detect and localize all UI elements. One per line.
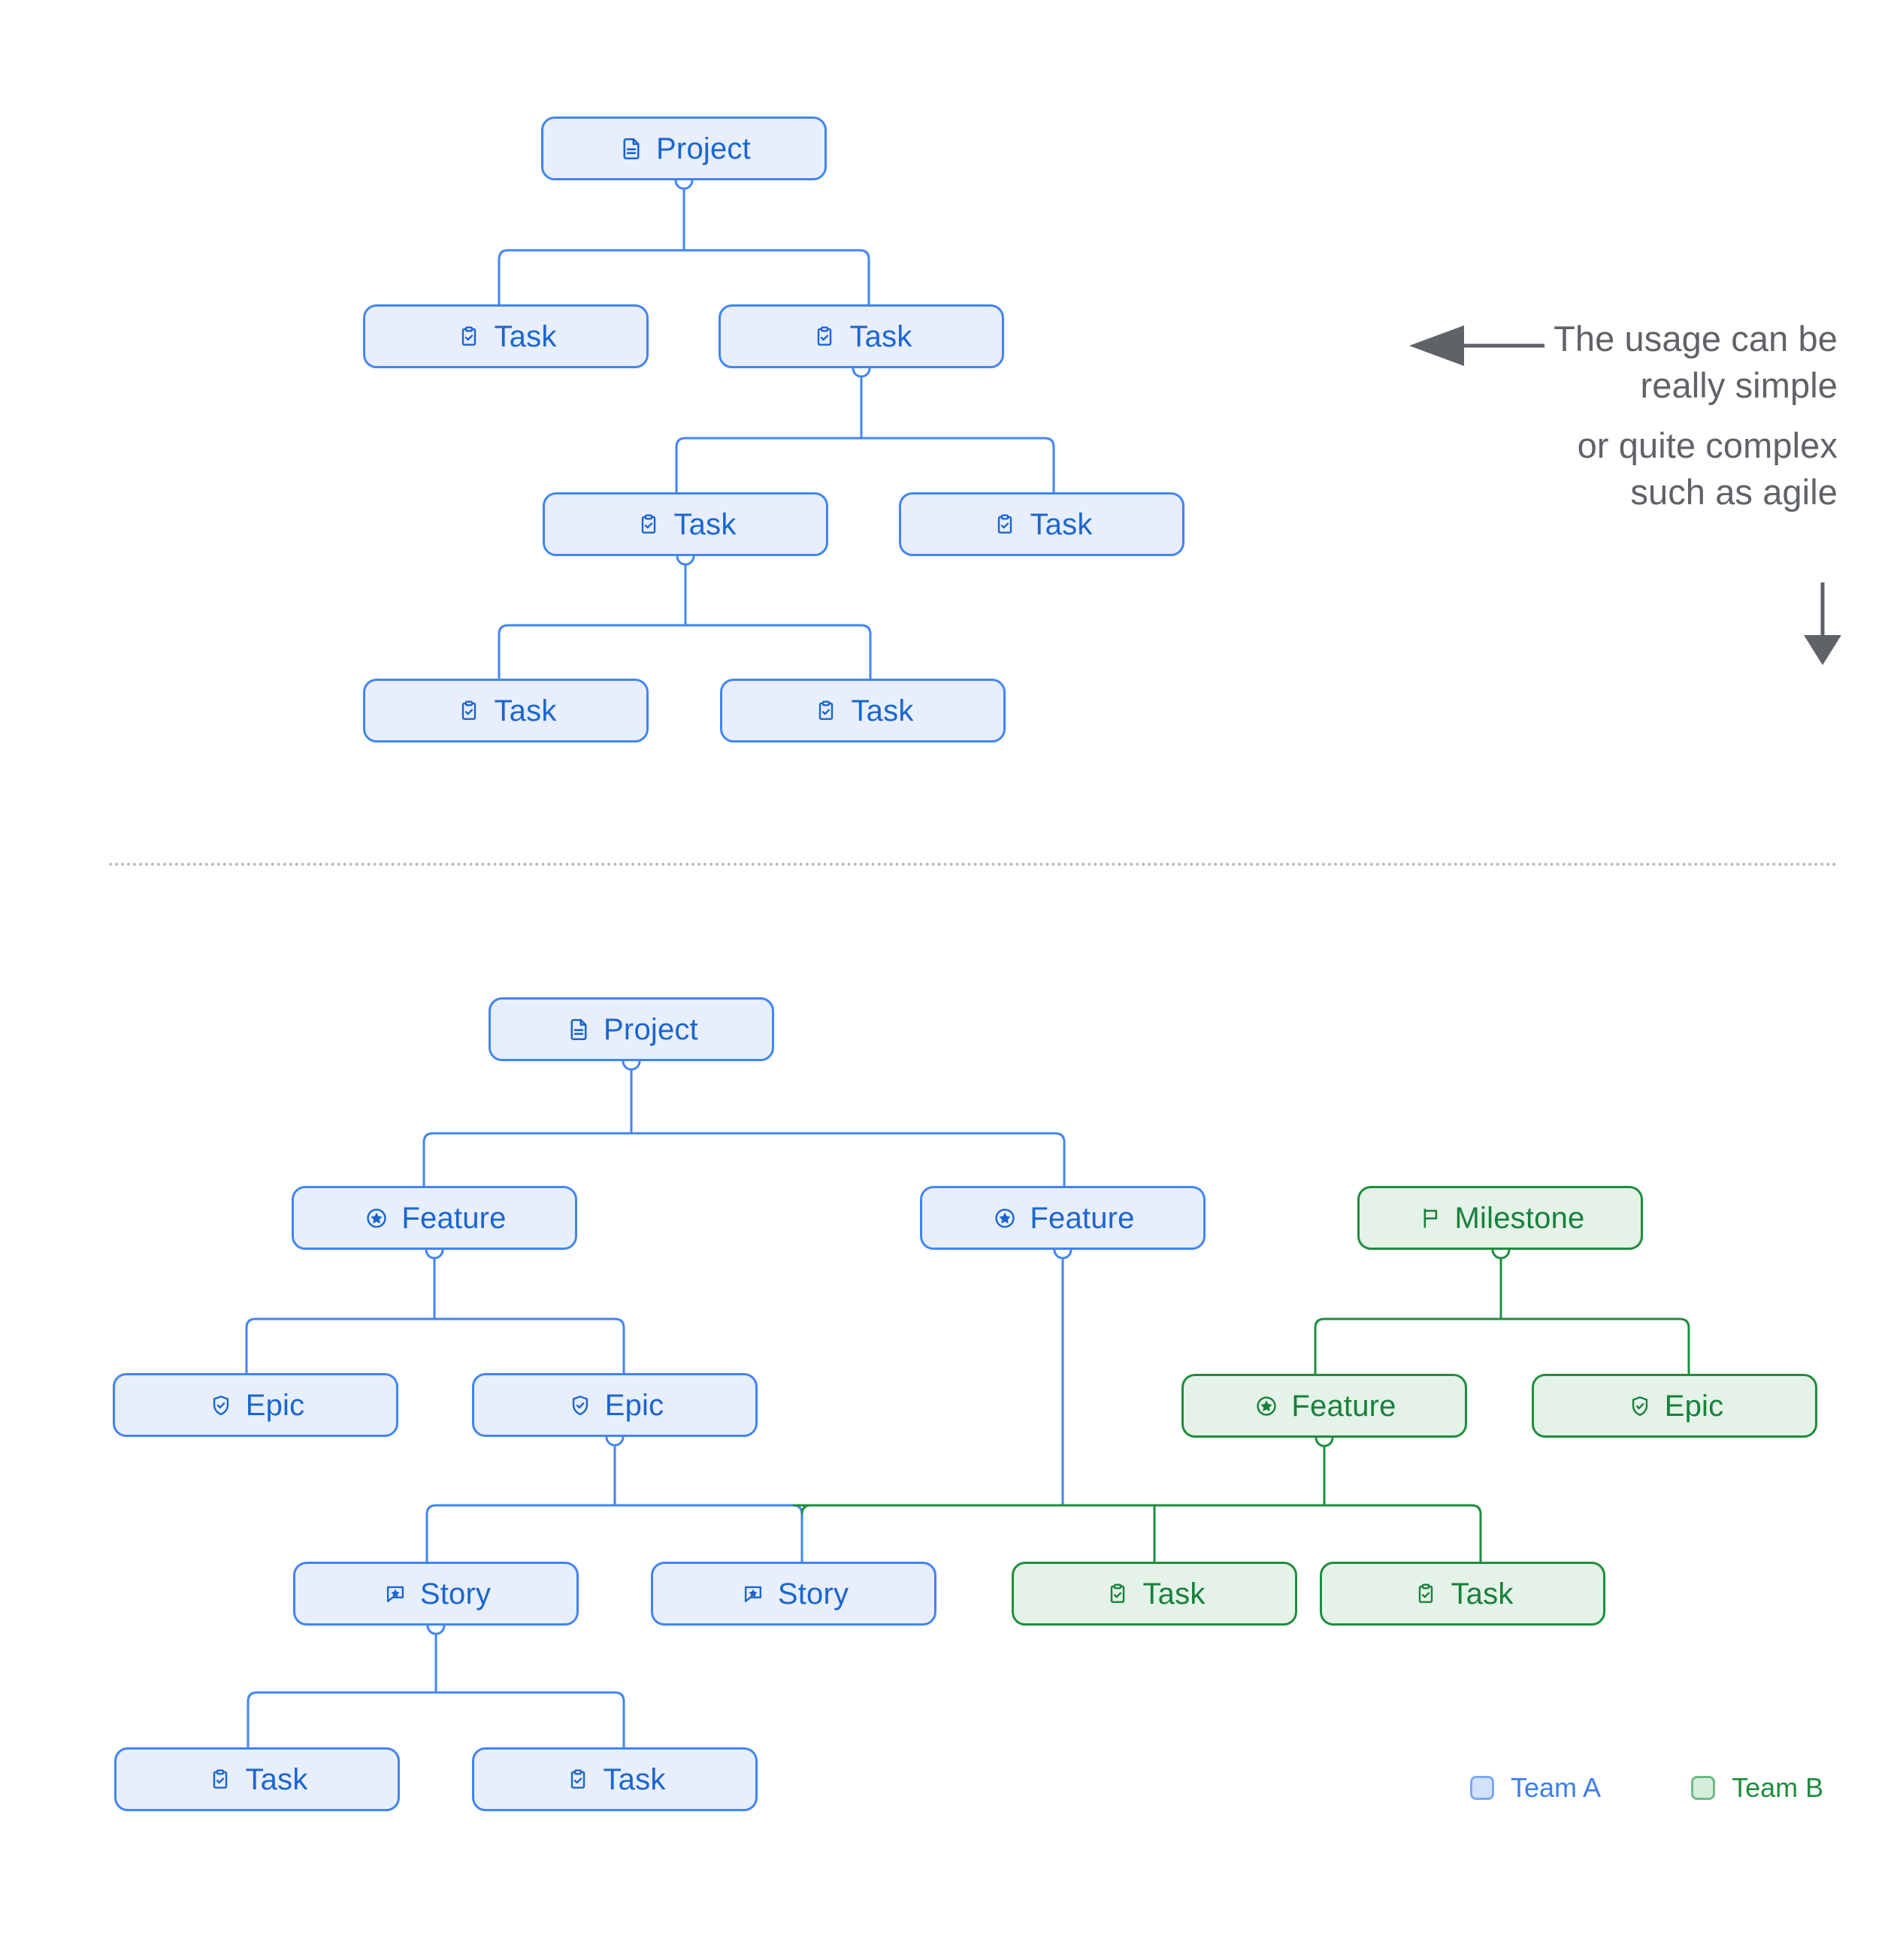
clipboard-check-icon [634, 510, 663, 539]
node-label: Project [656, 132, 751, 165]
node-epic-1[interactable]: Epic [113, 1373, 398, 1437]
document-icon [617, 135, 646, 163]
star-circle-icon [362, 1204, 391, 1233]
node-label: Task [1451, 1577, 1514, 1611]
node-label: Task [603, 1762, 666, 1796]
node-feature-1[interactable]: Feature [292, 1186, 577, 1250]
node-task-1[interactable]: Task [363, 304, 649, 368]
document-icon [564, 1015, 593, 1044]
node-task-5[interactable]: Task [363, 679, 649, 743]
annotation-line-3: or quite complex [1577, 425, 1838, 466]
star-circle-icon [991, 1204, 1019, 1233]
node-label: Feature [1291, 1389, 1396, 1423]
clipboard-check-icon [1411, 1580, 1440, 1608]
shield-check-icon [207, 1391, 235, 1420]
node-task-2[interactable]: Task [719, 304, 1004, 368]
node-label: Task [1030, 507, 1093, 541]
node-project[interactable]: Project [541, 116, 827, 180]
node-label: Task [494, 319, 557, 353]
clipboard-check-icon [1103, 1580, 1132, 1608]
node-story-1[interactable]: Story [293, 1562, 579, 1626]
section-divider [109, 863, 1838, 866]
annotation-line-2: really simple [1640, 365, 1838, 406]
clipboard-check-icon [812, 697, 840, 725]
legend-label-team-a: Team A [1511, 1772, 1602, 1803]
node-epic-3[interactable]: Epic [1532, 1374, 1817, 1438]
clipboard-check-icon [455, 697, 483, 725]
usage-annotation: The usage can be really simple or quite … [1484, 316, 1838, 516]
legend-label-team-b: Team B [1732, 1772, 1824, 1803]
annotation-line-1: The usage can be [1554, 319, 1838, 358]
node-task-green-1[interactable]: Task [1012, 1562, 1297, 1626]
legend-item-team-b[interactable]: Team B [1691, 1772, 1823, 1804]
comment-star-icon [739, 1580, 767, 1608]
shield-check-icon [566, 1391, 594, 1420]
node-label: Story [777, 1577, 849, 1611]
node-feature-3[interactable]: Feature [1181, 1374, 1467, 1438]
clipboard-check-icon [810, 322, 839, 351]
node-label: Project [604, 1012, 698, 1046]
node-label: Task [1142, 1577, 1206, 1611]
node-label: Feature [1030, 1201, 1135, 1235]
star-circle-icon [1252, 1392, 1281, 1420]
node-label: Story [419, 1577, 492, 1611]
node-project-2[interactable]: Project [489, 997, 774, 1061]
clipboard-check-icon [564, 1765, 592, 1794]
node-label: Milestone [1454, 1201, 1585, 1235]
node-story-2[interactable]: Story [651, 1562, 936, 1626]
shield-check-icon [1626, 1392, 1654, 1420]
node-label: Feature [401, 1201, 507, 1235]
node-label: Task [673, 507, 737, 541]
legend-item-team-a[interactable]: Team A [1470, 1772, 1601, 1804]
node-label: Epic [604, 1388, 664, 1422]
node-label: Task [849, 319, 912, 353]
clipboard-check-icon [206, 1765, 234, 1794]
node-label: Task [245, 1762, 308, 1796]
team-b-swatch-icon [1691, 1776, 1716, 1800]
team-a-swatch-icon [1470, 1776, 1494, 1800]
node-task-6[interactable]: Task [720, 679, 1006, 743]
node-milestone[interactable]: Milestone [1357, 1186, 1643, 1250]
node-label: Epic [245, 1388, 305, 1422]
node-epic-2[interactable]: Epic [472, 1373, 758, 1437]
team-legend: Team A Team B [1470, 1772, 1823, 1804]
node-task-green-2[interactable]: Task [1320, 1562, 1605, 1626]
node-feature-2[interactable]: Feature [920, 1186, 1206, 1250]
node-label: Task [494, 694, 557, 727]
node-task-blue-1[interactable]: Task [114, 1747, 400, 1811]
node-task-blue-2[interactable]: Task [472, 1747, 758, 1811]
clipboard-check-icon [991, 510, 1019, 539]
comment-star-icon [381, 1580, 410, 1608]
clipboard-check-icon [455, 322, 483, 351]
node-label: Epic [1664, 1389, 1724, 1423]
flag-icon [1416, 1204, 1445, 1233]
annotation-line-4: such as agile [1630, 472, 1838, 513]
node-label: Task [851, 694, 914, 727]
node-task-4[interactable]: Task [899, 492, 1184, 556]
node-task-3[interactable]: Task [543, 492, 828, 556]
